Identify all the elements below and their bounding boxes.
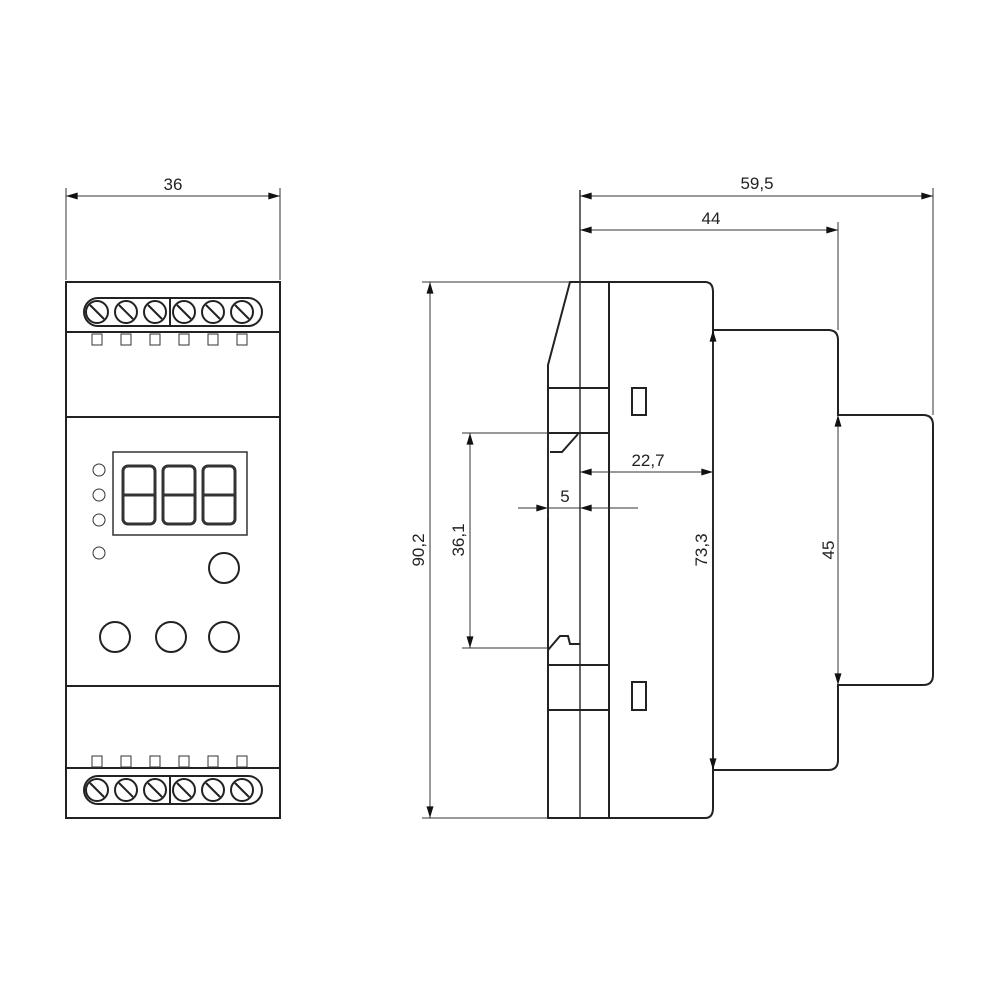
terminal-contact	[178, 333, 190, 346]
terminal-contact	[120, 333, 132, 346]
side-dimensions: 59,5 44 90,2 36,1 22,7 5 73,3 45	[409, 174, 934, 819]
terminal-contact	[236, 755, 248, 768]
button	[155, 621, 187, 653]
button	[208, 621, 240, 653]
terminal-contact	[178, 755, 190, 768]
dim-label: 22,7	[631, 451, 664, 470]
bottom-terminal-block	[83, 755, 263, 805]
dim-label: 59,5	[740, 174, 773, 193]
dim-label: 36,1	[449, 523, 468, 556]
status-leds	[92, 463, 106, 560]
side-view	[547, 190, 934, 819]
front-view	[65, 281, 281, 819]
display-digits	[121, 464, 237, 526]
terminal-contact	[91, 755, 103, 768]
seven-segment-display	[112, 451, 248, 536]
dim-label: 5	[560, 487, 569, 506]
terminal-contact	[236, 333, 248, 346]
dim-label: 44	[702, 209, 721, 228]
terminal-contact	[120, 755, 132, 768]
dim-label: 45	[819, 541, 838, 560]
dim-label: 90,2	[409, 533, 428, 566]
terminal-contact	[207, 755, 219, 768]
terminal-contact	[207, 333, 219, 346]
button	[208, 552, 240, 584]
terminal-strip	[83, 775, 263, 805]
dim-label: 36	[164, 175, 183, 194]
dimension-width: 36	[65, 175, 281, 280]
terminal-contact	[149, 755, 161, 768]
terminal-contact	[91, 333, 103, 346]
dim-label: 73,3	[692, 533, 711, 566]
terminal-strip	[83, 297, 263, 327]
top-terminal-block	[83, 297, 263, 346]
button	[99, 621, 131, 653]
terminal-contact	[149, 333, 161, 346]
